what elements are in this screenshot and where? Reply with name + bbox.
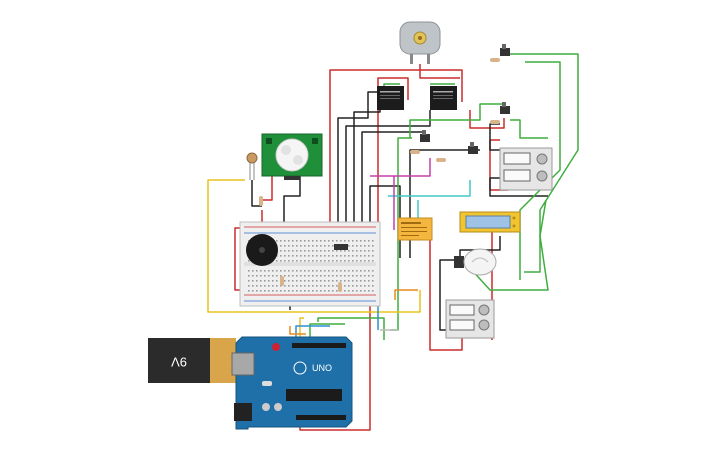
resistor [490, 120, 500, 124]
wire-black [345, 110, 431, 228]
wire-orange [394, 289, 418, 300]
pushbutton-panel-bottom[interactable] [445, 299, 495, 339]
wire-green [309, 323, 345, 340]
wire-green [317, 317, 385, 340]
wire-black [337, 91, 380, 228]
wire-green [519, 61, 561, 280]
wire-red [469, 110, 505, 129]
wire-black [489, 177, 548, 197]
light-bulb[interactable] [454, 248, 497, 276]
battery-label: 9V [171, 355, 187, 370]
arduino-uno[interactable]: UNO [231, 336, 353, 430]
resistor [410, 150, 420, 154]
resistor [490, 58, 500, 62]
resistor [280, 276, 284, 286]
wire-black [283, 176, 301, 230]
wire-green [510, 119, 548, 139]
wire-black [251, 180, 262, 207]
wire-red [419, 64, 460, 79]
slide-switch[interactable] [468, 142, 478, 154]
wire-yellow [299, 317, 304, 340]
breadboard-holes [248, 240, 374, 292]
transistor [334, 244, 348, 250]
pir-sensor[interactable] [261, 133, 323, 180]
wire-green [510, 53, 579, 273]
resistor [436, 158, 446, 162]
wire-red [429, 230, 463, 351]
wire-cyan [388, 180, 471, 197]
wire-green [409, 103, 502, 138]
resistor [338, 282, 342, 292]
wire-black [409, 149, 480, 258]
relay-module[interactable] [397, 217, 433, 241]
wire-red [489, 139, 508, 191]
wire-black [439, 259, 460, 331]
relay-left[interactable] [377, 86, 404, 110]
slide-switch[interactable] [500, 102, 510, 114]
lcd-display[interactable] [459, 211, 521, 233]
resistor [259, 196, 263, 206]
wire-green [469, 199, 549, 291]
slide-switch[interactable] [420, 130, 430, 142]
wire-magenta [370, 158, 431, 177]
arduino-brand-label: UNO [312, 363, 332, 373]
wire-red [262, 176, 273, 201]
photoresistor[interactable] [246, 152, 258, 180]
wire-red [377, 77, 409, 228]
wire-orange [289, 326, 306, 335]
pushbutton-panel-top[interactable] [499, 147, 553, 191]
wire-red [329, 69, 463, 228]
wire-black [361, 131, 422, 228]
piezo-buzzer[interactable] [246, 234, 278, 266]
battery-9v[interactable]: 9V [148, 338, 244, 383]
wire-blue [295, 325, 330, 340]
relay-right[interactable] [430, 86, 457, 110]
dc-motor[interactable] [399, 21, 441, 64]
wire-yellow [207, 179, 421, 313]
slide-switch[interactable] [500, 44, 510, 56]
